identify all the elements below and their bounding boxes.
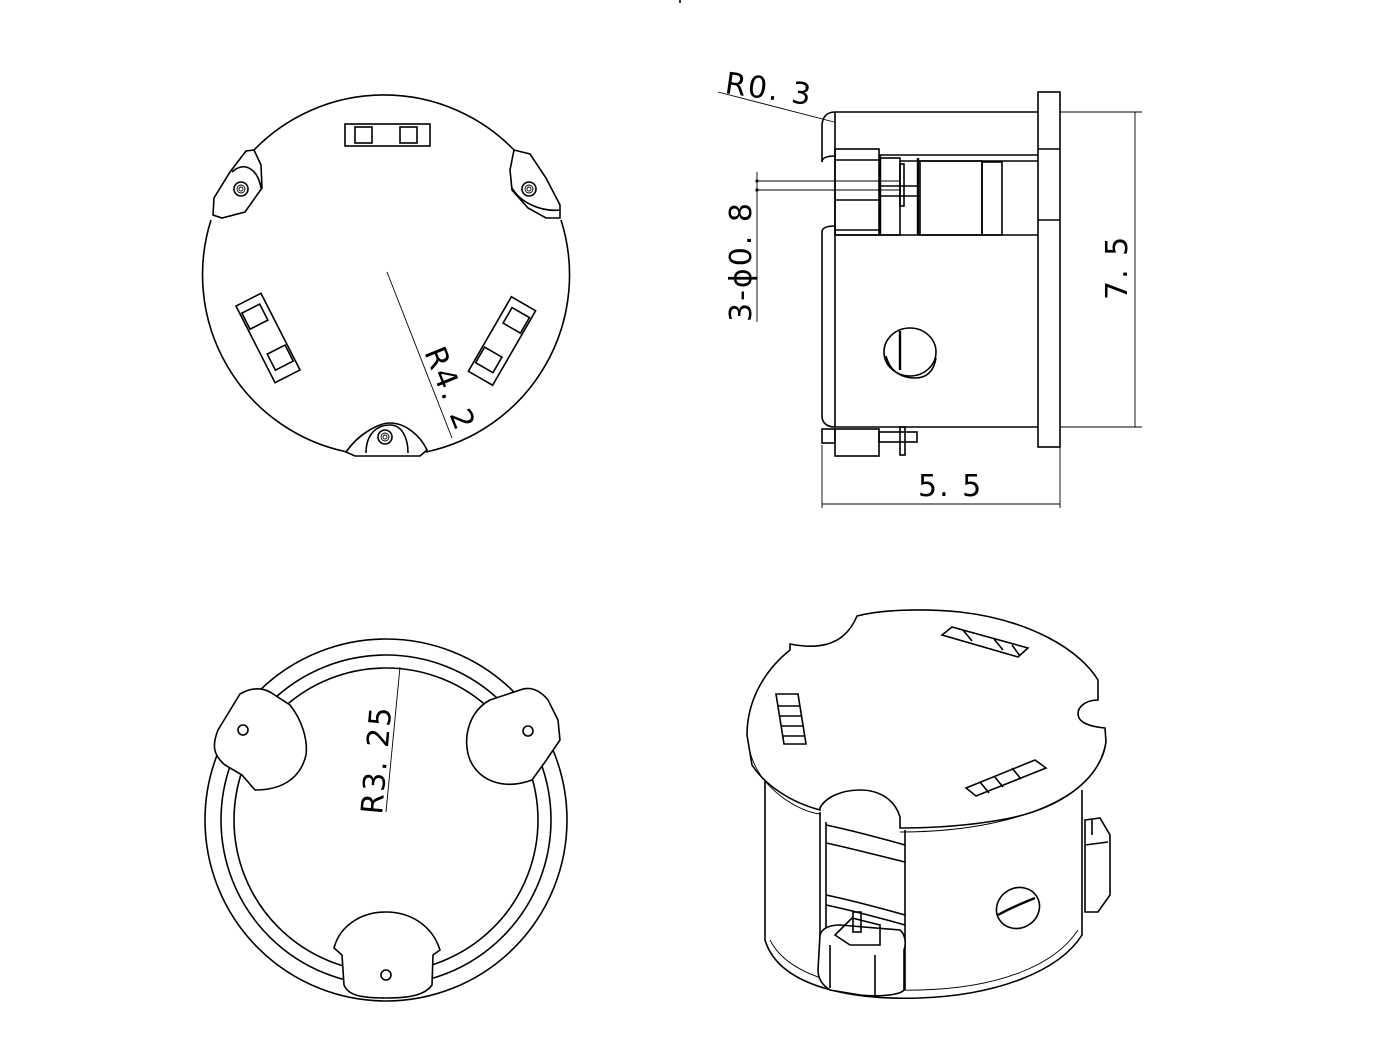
dim-height: 7. 5 <box>1100 235 1135 300</box>
isometric-contact-pad-left <box>775 693 807 745</box>
mounting-lug-top-left <box>212 149 263 219</box>
isometric-contact-pad-top <box>940 626 1030 658</box>
isometric-view <box>746 609 1111 1000</box>
radius-leader-r3-25 <box>385 666 401 813</box>
dim-top-radius: R4. 2 <box>417 342 482 437</box>
mounting-lug-bottom <box>344 422 428 457</box>
dim-corner-radius: R0. 3 <box>723 66 815 113</box>
leader-r0-3 <box>717 91 835 123</box>
mounting-lug-top-right <box>509 149 561 219</box>
side-view: R0. 3 3-ϕ0. 8 7. 5 5. 5 <box>717 66 1142 508</box>
bottom-lug-left <box>213 688 308 791</box>
contact-pad-right <box>467 295 537 387</box>
isometric-connector <box>817 911 906 997</box>
top-view: R4. 2 <box>201 94 571 457</box>
screw-hole <box>883 327 937 379</box>
bottom-view: R3. 25 <box>204 638 568 1002</box>
isometric-screw-hole <box>995 886 1041 930</box>
flange <box>1037 91 1061 448</box>
bottom-lug-right <box>465 687 561 785</box>
contact-pad-top <box>344 123 431 147</box>
dim-width: 5. 5 <box>918 469 983 504</box>
isometric-contact-pad-right <box>964 759 1048 797</box>
isometric-top-face <box>746 609 1107 829</box>
bottom-lug-bottom <box>333 911 441 999</box>
dim-bottom-radius: R3. 25 <box>355 704 399 816</box>
radius-leader-r4-2 <box>386 271 453 439</box>
isometric-side-connector <box>1084 817 1111 913</box>
dim-pin-holes: 3-ϕ0. 8 <box>724 201 759 322</box>
contact-pad-left <box>234 292 302 384</box>
